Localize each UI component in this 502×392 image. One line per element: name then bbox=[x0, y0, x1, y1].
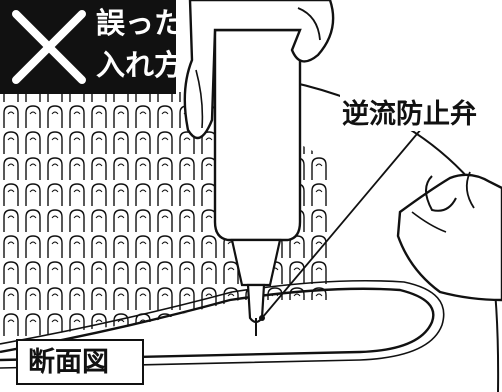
mat-section-inner bbox=[0, 279, 445, 369]
badge-text-line2: 入れ方 bbox=[96, 48, 184, 82]
nozzle-body bbox=[213, 28, 302, 242]
caption-label: 断面図 bbox=[28, 347, 109, 378]
callout-leader bbox=[261, 127, 423, 319]
right-hand bbox=[396, 173, 502, 302]
check-valve-label: 逆流防止弁 bbox=[340, 92, 479, 131]
badge-text-line1: 誤った bbox=[96, 6, 184, 40]
wrong-method-badge: 誤った 入れ方 bbox=[0, 0, 183, 94]
check-valve bbox=[259, 315, 265, 321]
section-view-caption: 断面図 bbox=[16, 339, 144, 385]
cross-icon bbox=[12, 10, 86, 84]
top-hand bbox=[183, 0, 335, 140]
nozzle-neck bbox=[230, 238, 282, 287]
mat-section-outer bbox=[0, 287, 435, 362]
